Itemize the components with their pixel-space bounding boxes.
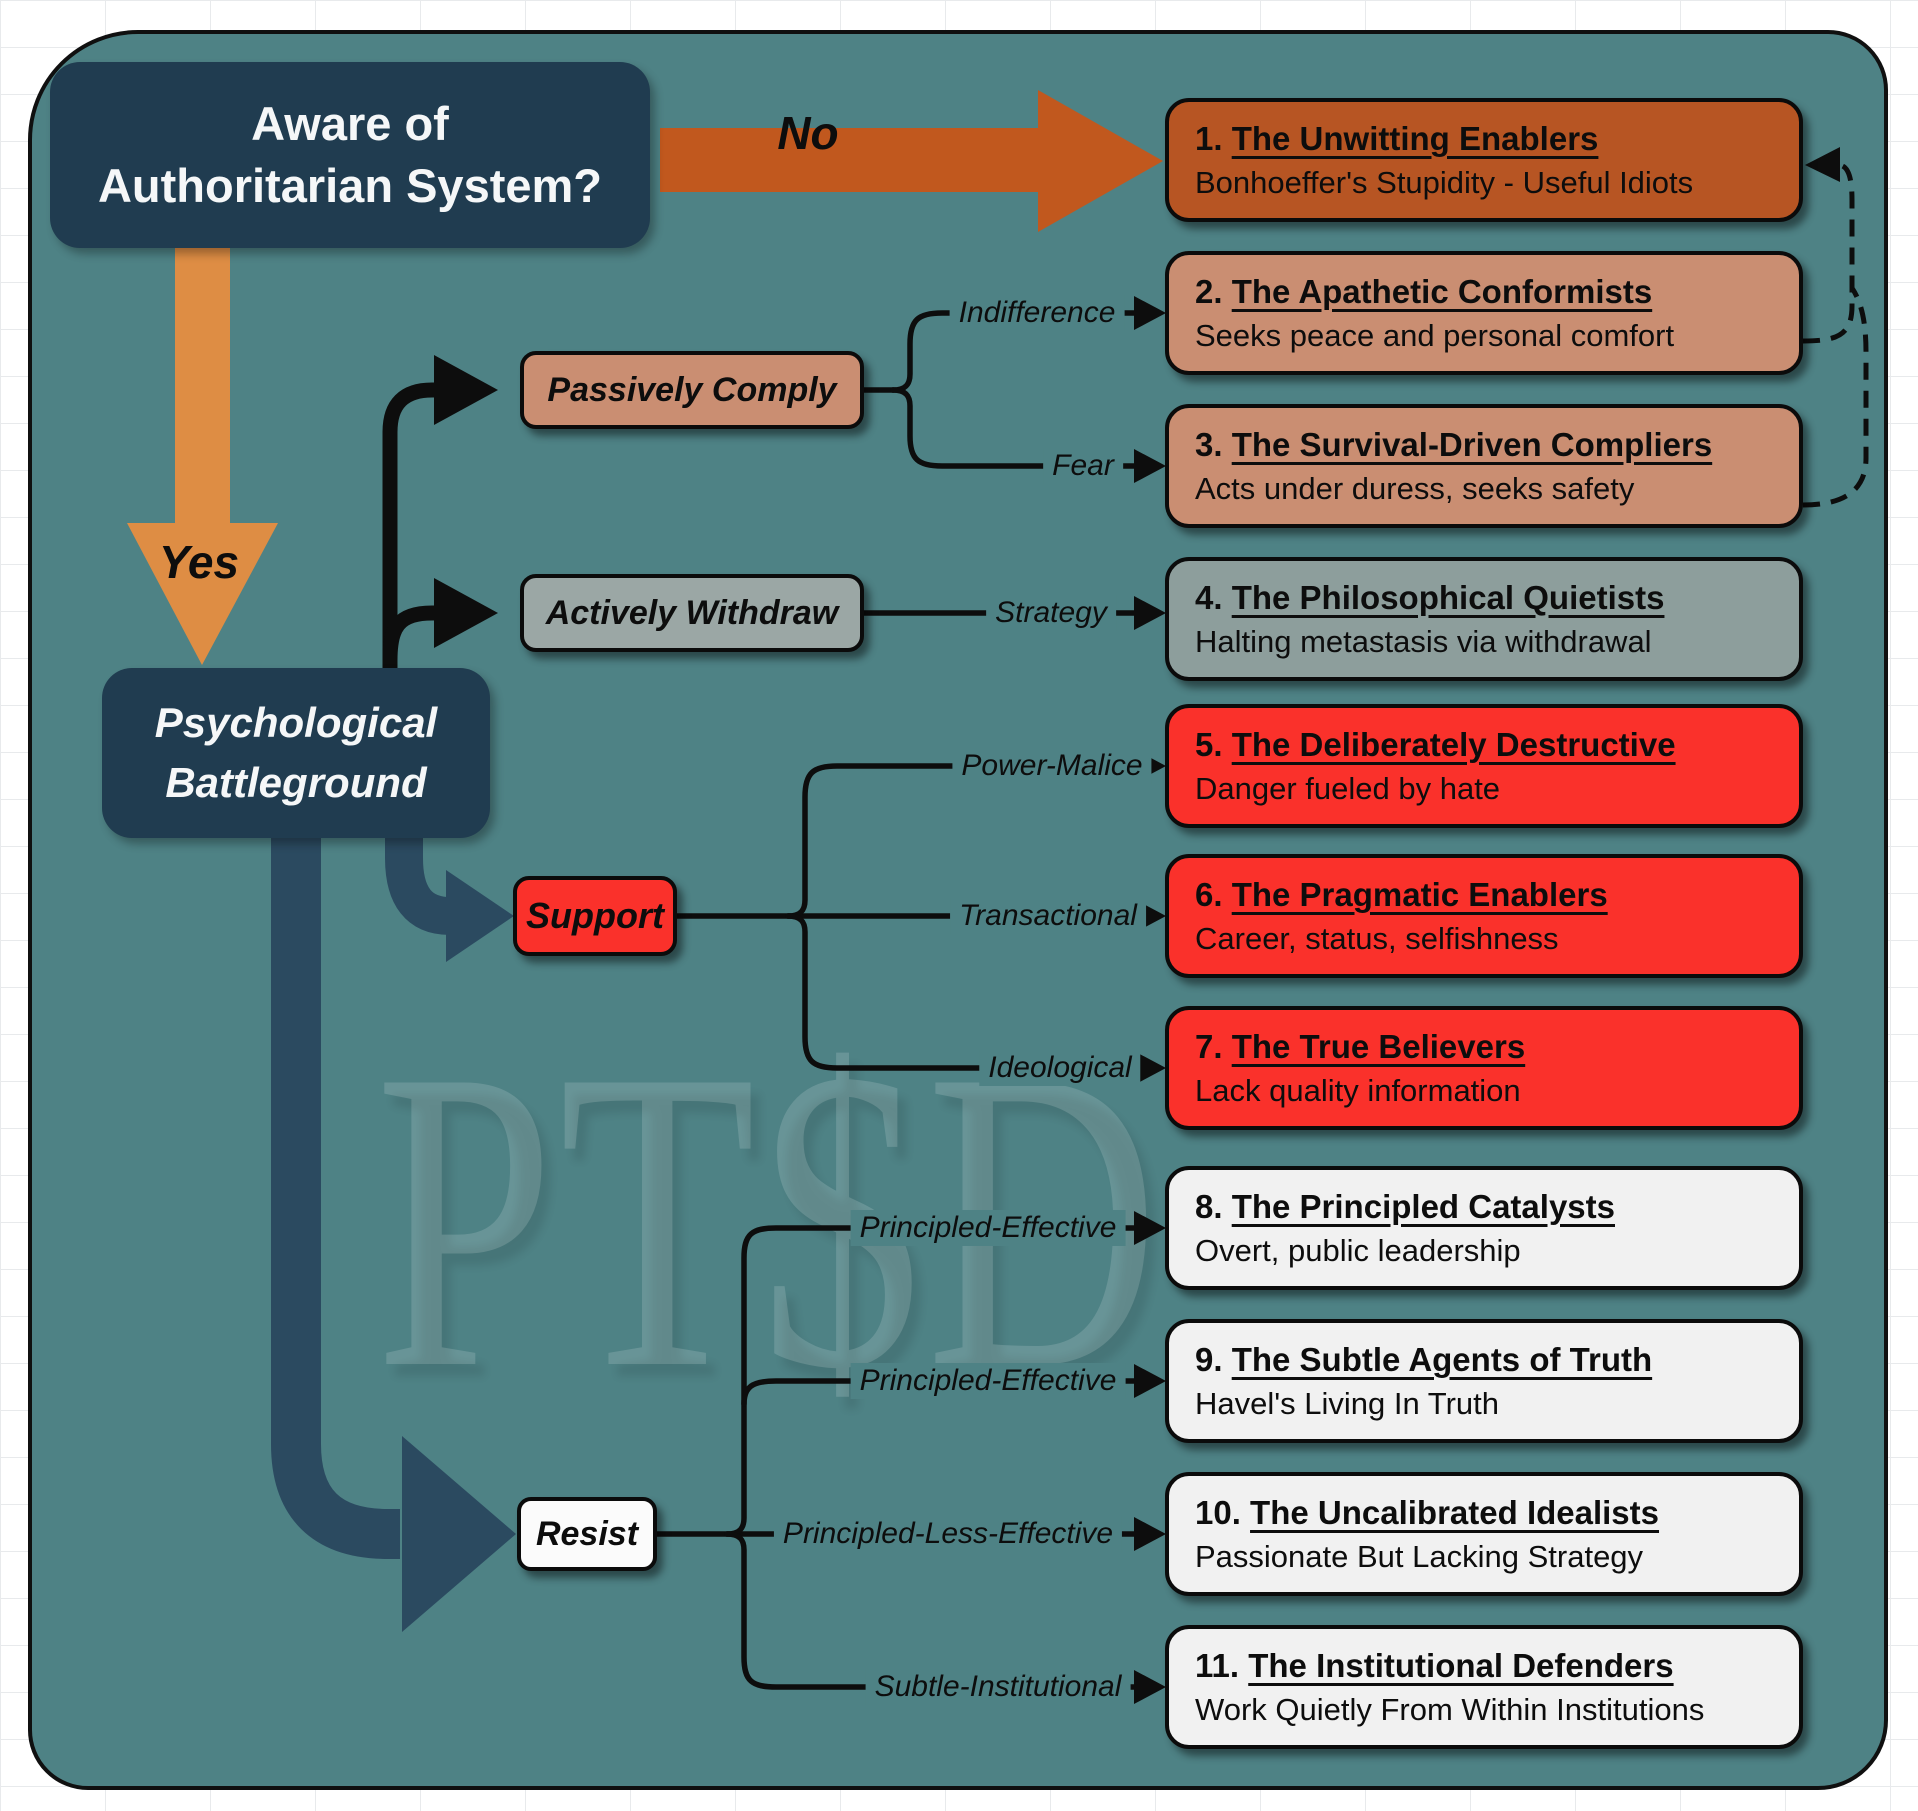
outcome-title: The Survival-Driven Compliers [1231,425,1713,463]
outcome-desc: Seeks peace and personal comfort [1195,317,1675,353]
outcome-desc: Havel's Living In Truth [1195,1385,1500,1421]
edge-label-power-malice: Power-Malice [952,748,1152,784]
outcome-uncalibrated-idealists: 10. The Uncalibrated Idealists Passionat… [1165,1472,1803,1596]
resist-connector [271,836,400,1559]
outcome-number: 4. [1195,578,1223,616]
battleground-line2: Battleground [165,759,427,806]
outcome-subtle-agents-of-truth: 9. The Subtle Agents of Truth Havel's Li… [1165,1319,1803,1443]
outcome-desc: Overt, public leadership [1195,1232,1521,1268]
outcome-title: The True Believers [1231,1027,1526,1065]
outcome-number: 7. [1195,1027,1223,1065]
edge-label-strategy: Strategy [986,595,1116,631]
outcome-institutional-defenders: 11. The Institutional Defenders Work Qui… [1165,1625,1803,1749]
edge-label-principled-effective-2: Principled-Effective [850,1363,1126,1399]
edge-label-principled-effective-1: Principled-Effective [850,1210,1126,1246]
comply-arrowhead-icon [434,355,498,425]
outcome-title: The Deliberately Destructive [1231,725,1676,763]
outcome-deliberately-destructive: 5. The Deliberately Destructive Danger f… [1165,704,1803,828]
edge-label-principled-less-effective: Principled-Less-Effective [773,1516,1123,1552]
yes-label: Yes [158,536,240,588]
resist-arrowhead-icon [402,1436,516,1632]
outcome-title: The Subtle Agents of Truth [1231,1340,1653,1378]
battleground-line1: Psychological [154,699,438,747]
outcome-number: 11. [1195,1646,1240,1684]
outcome-desc: Halting metastasis via withdrawal [1195,623,1652,659]
edge-label-indifference: Indifference [949,295,1125,331]
outcome-apathetic-conformists: 2. The Apathetic Conformists Seeks peace… [1165,251,1803,375]
outcome-survival-driven-compliers: 3. The Survival-Driven Compliers Acts un… [1165,404,1803,528]
outcome-philosophical-quietists: 4. The Philosophical Quietists Halting m… [1165,557,1803,681]
outcome-number: 3. [1195,425,1223,463]
outcome-title: The Institutional Defenders [1248,1646,1674,1684]
outcome-unwitting-enablers: 1. The Unwitting Enablers Bonhoeffer's S… [1165,98,1803,222]
outcome-desc: Acts under duress, seeks safety [1195,470,1635,506]
support-arrowhead-icon [446,870,514,962]
branch-resist: Resist [517,1497,657,1571]
outcome-true-believers: 7. The True Believers Lack quality infor… [1165,1006,1803,1130]
branch-passively-comply: Passively Comply [520,351,864,429]
feedback-arrowhead-icon [1805,147,1840,182]
outcome-desc: Work Quietly From Within Institutions [1195,1691,1705,1727]
outcome-title: The Unwitting Enablers [1231,119,1599,157]
outcome-desc: Lack quality information [1195,1072,1521,1108]
yes-arrow-icon [127,248,278,665]
edge-label-ideological: Ideological [979,1050,1141,1086]
feedback-dashed-lines [1802,162,1869,508]
outcome-title: The Uncalibrated Idealists [1250,1493,1660,1531]
outcome-desc: Career, status, selfishness [1195,920,1559,956]
outcome-number: 8. [1195,1187,1223,1225]
battleground-node: Psychological Battleground [102,668,490,838]
edge-label-transactional: Transactional [950,898,1146,934]
decision-node: Aware of Authoritarian System? [50,62,650,248]
edge-label-subtle-institutional: Subtle-Institutional [865,1669,1131,1705]
branch-actively-withdraw: Actively Withdraw [520,574,864,652]
withdraw-arrowhead-icon [434,578,498,648]
outcome-number: 10. [1195,1493,1241,1531]
outcome-title: The Principled Catalysts [1231,1187,1615,1225]
decision-line2: Authoritarian System? [97,159,603,212]
outcome-title: The Pragmatic Enablers [1231,875,1608,913]
outcome-number: 1. [1195,119,1223,157]
outcome-desc: Bonhoeffer's Stupidity - Useful Idiots [1195,164,1694,200]
outcome-title: The Apathetic Conformists [1231,272,1653,310]
edge-arrowhead-icons [1134,296,1166,1704]
no-label: No [777,107,839,159]
outcome-pragmatic-enablers: 6. The Pragmatic Enablers Career, status… [1165,854,1803,978]
withdraw-connector [382,605,438,661]
outcome-desc: Passionate But Lacking Strategy [1195,1538,1644,1574]
outcome-principled-catalysts: 8. The Principled Catalysts Overt, publi… [1165,1166,1803,1290]
decision-line1: Aware of [251,96,449,150]
outcome-number: 9. [1195,1340,1223,1378]
outcome-desc: Danger fueled by hate [1195,770,1501,806]
edge-lines [654,310,1139,1690]
support-connector [385,836,452,935]
outcome-title: The Philosophical Quietists [1231,578,1665,616]
edge-label-fear: Fear [1043,448,1123,484]
branch-support: Support [513,876,677,956]
no-arrow-icon [660,90,1163,232]
outcome-number: 5. [1195,725,1223,763]
comply-connector [382,382,438,668]
outcome-number: 6. [1195,875,1223,913]
outcome-number: 2. [1195,272,1223,310]
